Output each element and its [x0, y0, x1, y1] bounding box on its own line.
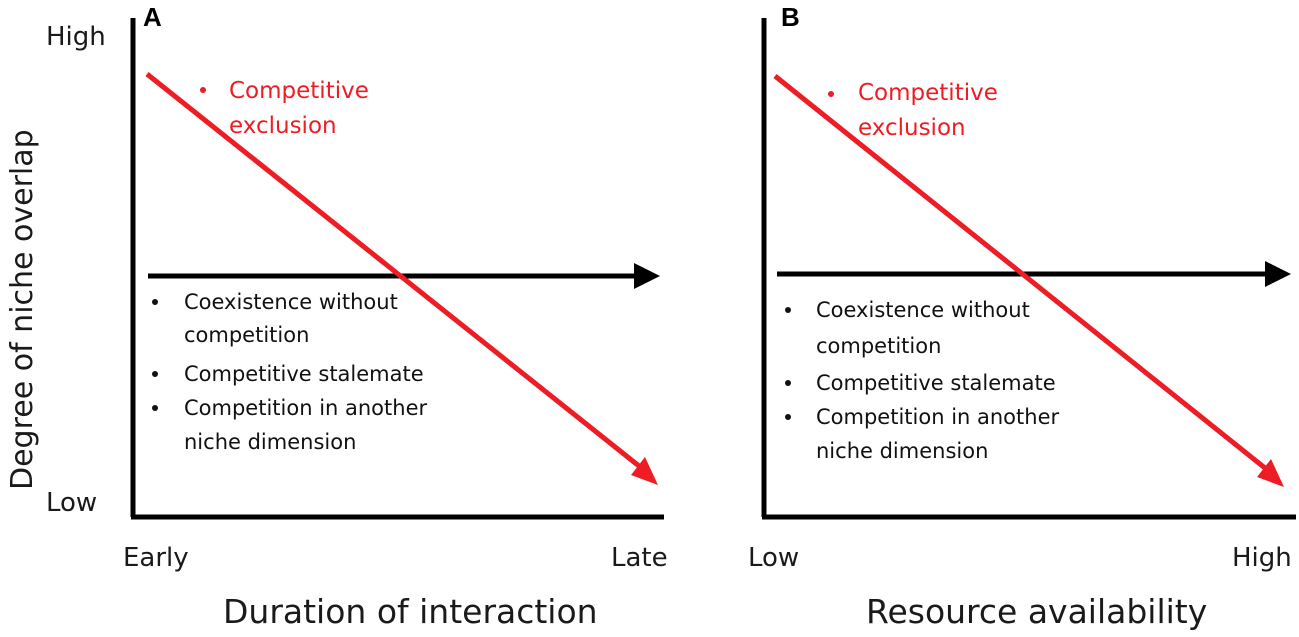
- panel-b-bullet-2-line1: Competitive stalemate: [816, 371, 1056, 395]
- panel-a-exclusion-arrow-shaft: [145, 72, 646, 472]
- panel-a-bullet-1-line2: competition: [184, 323, 310, 347]
- panel-a-threshold-arrow-head: [634, 263, 660, 289]
- panel-a-x-end-label: Late: [611, 543, 668, 573]
- panel-a-x-start-label: Early: [123, 543, 189, 573]
- panel-a-exclusion-text-line1: Competitive: [229, 78, 369, 104]
- panel-b-x-start-label: Low: [748, 543, 800, 573]
- panel-b-bullet-1-line2: competition: [816, 334, 942, 358]
- panel-b-x-end-label: High: [1232, 543, 1292, 573]
- panel-b-bullet-3-line2: niche dimension: [816, 439, 989, 463]
- panel-b-letter: B: [781, 2, 800, 32]
- panel-b-exclusion-arrow-head: [1257, 459, 1284, 487]
- panel-b-bullet-1: [785, 307, 791, 313]
- panel-a-letter: A: [143, 2, 162, 32]
- panel-b-threshold-arrow-head: [1265, 261, 1291, 287]
- panel-a-bullet-3: [152, 405, 158, 411]
- panel-b-exclusion-bullet: [828, 91, 834, 97]
- panel-a-exclusion-text-line2: exclusion: [229, 113, 337, 139]
- panel-a-y-high-label: High: [46, 22, 106, 52]
- panel-a-exclusion-arrow-head: [631, 457, 658, 485]
- panel-a-bullet-2-line1: Competitive stalemate: [184, 362, 424, 386]
- panel-a-x-axis-label: Duration of interaction: [223, 592, 598, 631]
- panel-a-y-low-label: Low: [46, 488, 98, 518]
- y-axis-label: Degree of niche overlap: [5, 129, 40, 490]
- panel-b-exclusion-arrow-shaft: [773, 74, 1272, 474]
- panel-b-exclusion-text-line1: Competitive: [858, 80, 998, 106]
- panel-b-bullet-2: [785, 380, 791, 386]
- panel-b-exclusion-text-line2: exclusion: [858, 115, 966, 141]
- panel-a-bullet-2: [152, 371, 158, 377]
- panel-a-bullet-3-line1: Competition in another: [184, 396, 428, 420]
- panel-b-bullet-3-dot: [785, 414, 791, 420]
- panel-b-bullet-1-line1: Coexistence without: [816, 298, 1030, 322]
- panel-b-bullet-3-line1: Competition in another: [816, 405, 1060, 429]
- panel-a-exclusion-bullet: [200, 87, 206, 93]
- panel-a-bullet-1-line1: Coexistence without: [184, 290, 398, 314]
- panel-b-x-axis-label: Resource availability: [866, 592, 1208, 631]
- panel-a-bullet-1: [152, 299, 158, 305]
- panel-a-bullet-3-line2: niche dimension: [184, 430, 357, 454]
